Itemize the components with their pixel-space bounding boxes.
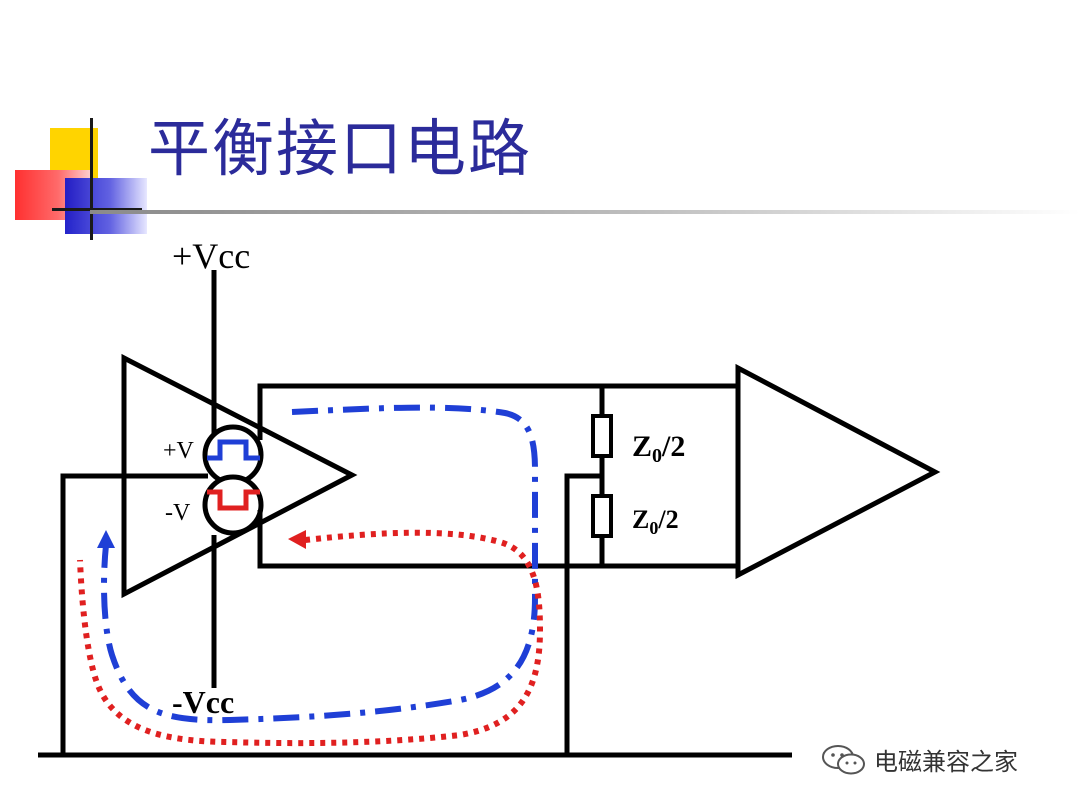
slide-title: 平衡接口电路	[148, 112, 533, 185]
title-decor-blue-block	[65, 178, 147, 234]
vcc-positive-label: +Vcc	[172, 236, 250, 276]
red-current-path	[77, 529, 544, 747]
red-path-arrowhead	[288, 530, 306, 549]
driver-reference-wire	[60, 473, 208, 755]
minus-pulse-icon	[207, 489, 260, 511]
watermark-text: 电磁兼容之家	[874, 748, 1018, 776]
plus-v-label: +V	[163, 438, 195, 464]
minus-v-label: -V	[165, 500, 191, 526]
plus-pulse-icon	[207, 439, 260, 461]
upper-signal-wire	[257, 383, 738, 440]
midpoint-ground-wire	[564, 473, 602, 755]
watermark: 电磁兼容之家	[820, 742, 1018, 777]
receiver-amplifier	[735, 363, 941, 580]
wechat-icon	[822, 744, 865, 774]
blue-path-arrowhead	[97, 530, 115, 548]
title-underline	[90, 210, 1080, 214]
blue-current-path	[101, 404, 538, 724]
minus-signal-source	[202, 474, 264, 536]
resistor-upper	[591, 414, 613, 458]
z-lower-label: Z0/2	[632, 505, 679, 538]
title-decor-vertical-line	[90, 118, 93, 240]
lower-signal-wire	[257, 510, 738, 569]
vcc-negative-label: -Vcc	[172, 684, 234, 720]
resistor-lower	[591, 494, 613, 538]
title-decor-horizontal-line	[52, 208, 142, 211]
z-upper-label: Z0/2	[632, 430, 685, 467]
